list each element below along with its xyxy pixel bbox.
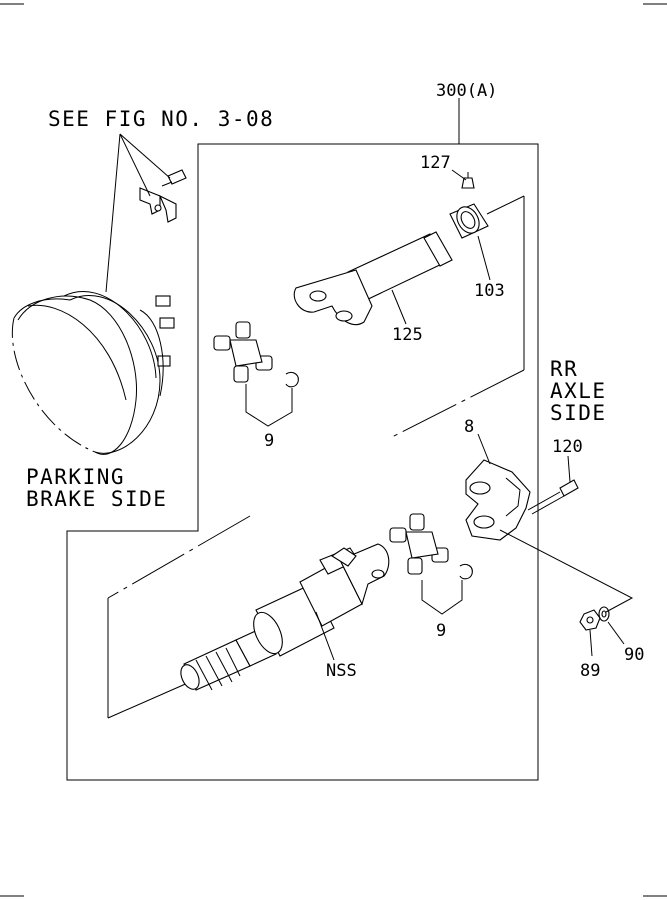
shaft-leader bbox=[391, 289, 407, 325]
universal-joint-lower bbox=[389, 513, 473, 580]
reference-label: SEE FIG NO. 3-08 bbox=[48, 107, 274, 131]
nut-leader bbox=[589, 629, 593, 657]
flange-washer bbox=[598, 606, 610, 622]
universal-joint-upper bbox=[213, 321, 299, 388]
part-label-89: 89 bbox=[580, 661, 600, 681]
part-label-8: 8 bbox=[464, 417, 474, 437]
part-label-90: 90 bbox=[624, 645, 644, 665]
slip-joint-shaft bbox=[180, 543, 390, 691]
shaft-axis-lines bbox=[107, 195, 525, 719]
flange-nut bbox=[579, 609, 601, 631]
reference-leaders bbox=[105, 133, 171, 293]
part-label-103: 103 bbox=[474, 281, 505, 301]
ujoint-upper-bracket bbox=[245, 384, 293, 427]
part-label-9-upper: 9 bbox=[264, 431, 274, 451]
crop-marks bbox=[0, 3, 667, 897]
part-label-127: 127 bbox=[420, 153, 451, 173]
rr-axle-label-line1: RR bbox=[550, 357, 578, 381]
parking-brake-label-line1: PARKING bbox=[26, 465, 125, 489]
flange-bolt bbox=[527, 479, 579, 515]
nut-washer-leader bbox=[499, 529, 634, 613]
part-label-nss: NSS bbox=[326, 661, 357, 681]
part-label-125: 125 bbox=[392, 325, 423, 345]
rr-axle-label-line3: SIDE bbox=[550, 401, 607, 425]
rr-axle-label-line2: AXLE bbox=[550, 379, 607, 403]
parking-brake-drum bbox=[11, 290, 175, 455]
grease-nipple-leader bbox=[451, 169, 467, 181]
assembly-label: 300(A) bbox=[436, 81, 497, 101]
washer-leader bbox=[607, 621, 625, 645]
part-label-9-lower: 9 bbox=[436, 621, 446, 641]
bolt-leader bbox=[567, 455, 571, 483]
sleeve-leader bbox=[477, 235, 491, 281]
grease-nipple bbox=[461, 172, 475, 189]
brake-bracket bbox=[139, 169, 187, 223]
propeller-shaft bbox=[293, 231, 453, 326]
assembly-outline bbox=[66, 143, 539, 781]
ujoint-lower-bracket bbox=[421, 580, 463, 615]
parking-brake-label-line2: BRAKE SIDE bbox=[26, 487, 167, 511]
sleeve-yoke bbox=[449, 203, 489, 239]
flange-leader bbox=[477, 433, 491, 465]
part-label-120: 120 bbox=[552, 437, 583, 457]
nss-leader bbox=[315, 611, 335, 661]
companion-flange bbox=[465, 459, 531, 541]
